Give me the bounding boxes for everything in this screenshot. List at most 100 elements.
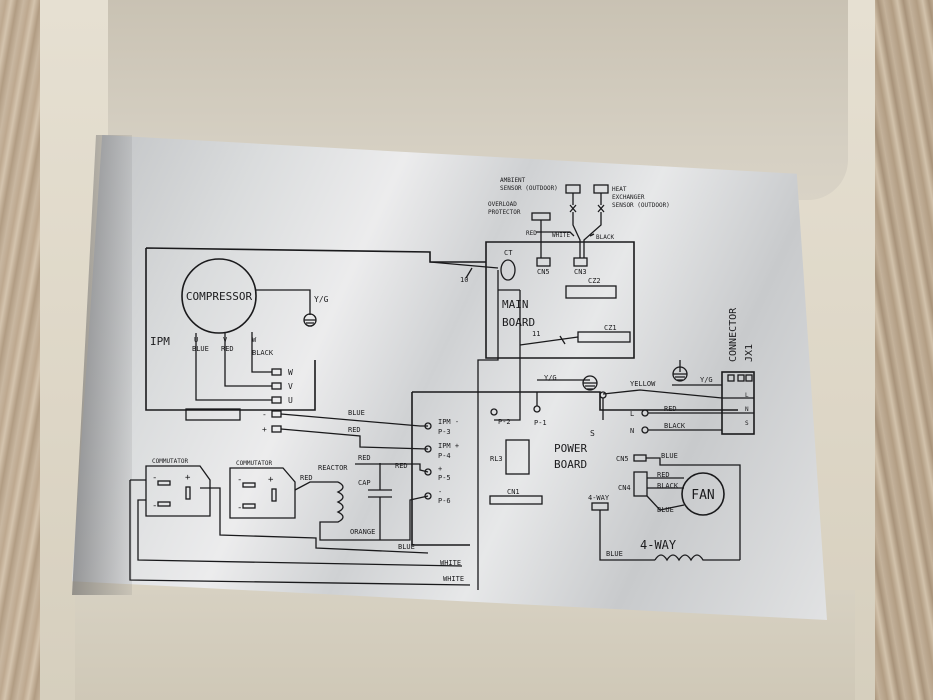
cz2-connector (565, 285, 617, 299)
connector-label: CONNECTOR (728, 307, 739, 362)
s-label: S (590, 429, 595, 438)
commutator-1-box (145, 465, 211, 517)
ipm-plus-terminal (271, 425, 282, 433)
p2-terminal (490, 408, 498, 416)
power-board-label-2: BOARD (554, 458, 587, 471)
cn3-connector (573, 257, 588, 267)
heat-exchanger-label-2: EXCHANGER (612, 194, 645, 201)
comm1-pin-c (157, 501, 171, 507)
cn4-connector (633, 471, 648, 497)
jx1-pin-3 (745, 374, 753, 382)
ten-wire (429, 261, 499, 269)
fan-label: FAN (691, 488, 714, 503)
ipm-minus-terminal (271, 410, 282, 418)
comm1-minus: - (152, 501, 157, 511)
commutator-white-wire-1 (129, 479, 471, 586)
blue-wire-label-ipm: BLUE (348, 409, 365, 417)
sensor-lead-wires (536, 231, 595, 237)
jx1-pin-1 (727, 374, 735, 382)
cn1-connector (489, 495, 543, 505)
u-terminal-text: U (288, 396, 293, 405)
main-board-label-1: MAIN (502, 298, 529, 311)
red-wire-label-p5: RED (395, 462, 408, 470)
p5-terminal (424, 468, 432, 476)
p1-label: P-1 (534, 419, 547, 427)
red-wire-label-ipm: RED (348, 426, 361, 434)
jx1-l-label: L (745, 392, 749, 399)
jx1-ground-icon (672, 360, 688, 382)
jx1-dividers (722, 397, 754, 414)
cn5-blue-wire (646, 457, 741, 560)
red-wire-label-v: RED (221, 345, 234, 353)
four-way-connector (591, 502, 609, 511)
ct-wire (477, 270, 520, 590)
overload-protector-label-2: PROTECTOR (488, 209, 521, 216)
cn5-main-connector (536, 257, 551, 267)
jx1-s-label: S (745, 420, 749, 427)
p5-sign: + (438, 465, 442, 473)
comm2-tilde-1: - (237, 475, 242, 485)
p1-terminal (533, 405, 541, 413)
comm1-pin-a (157, 480, 171, 486)
p1-ground-wire (536, 379, 590, 406)
board-ground-icon (582, 375, 598, 391)
p4-terminal (424, 445, 432, 453)
black-wire-label-w: BLACK (252, 349, 274, 357)
n-terminal (641, 426, 649, 434)
p6-label: P-6 (438, 497, 451, 505)
reactor-label: REACTOR (318, 464, 348, 472)
power-board-outline (411, 391, 738, 546)
compressor-phase-wires (195, 332, 272, 401)
jx1-label: JX1 (744, 344, 755, 362)
w-terminal-text: W (288, 368, 293, 377)
comm2-pin-c (242, 503, 256, 509)
commutator-blue-wire (200, 487, 429, 554)
comm2-pin-a (242, 482, 256, 488)
compressor-label: COMPRESSOR (186, 290, 253, 303)
cz1-label: CZ1 (604, 324, 617, 332)
compressor-ground-icon (303, 313, 317, 327)
p6-terminal (424, 492, 432, 500)
black-wire-label-n: BLACK (664, 422, 686, 430)
eleven-label: 11 (532, 330, 540, 338)
red-wire-label-reactor: RED (358, 454, 371, 462)
cn5-power-connector (633, 454, 647, 462)
p2-label: P-2 (498, 418, 511, 426)
cn4-label: CN4 (618, 484, 631, 492)
four-way-label: 4-WAY (640, 538, 677, 552)
l-terminal (641, 409, 649, 417)
reactor-coil (319, 481, 378, 541)
n-label: N (630, 427, 634, 435)
heat-exchanger-sensor-wires (583, 193, 605, 258)
white-wire-label-2: WHITE (443, 575, 464, 583)
cn5-main-label: CN5 (537, 268, 550, 276)
ipm-plus-sign: + (262, 425, 267, 434)
jx1-yg-label: Y/G (700, 376, 713, 384)
compressor-symbol (181, 258, 257, 334)
l-label: L (630, 410, 634, 418)
w-terminal (271, 368, 282, 376)
ipm-label: IPM (150, 335, 170, 348)
wiring-label-sheet (72, 135, 827, 620)
comm2-pin-b (271, 488, 277, 502)
ten-slash (465, 267, 473, 279)
power-board-label-1: POWER (554, 442, 587, 455)
yellow-wire-label: YELLOW (630, 380, 656, 388)
cn3-label: CN3 (574, 268, 587, 276)
white-wire-label-1: WHITE (440, 559, 461, 567)
jx1-pin-2 (737, 374, 745, 382)
cz2-label: CZ2 (588, 277, 601, 285)
ambient-sensor-wires (569, 193, 581, 258)
fan-motor-symbol (681, 472, 725, 516)
blue-wire-label-u: BLUE (192, 345, 209, 353)
commutator-2-label: COMMUTATOR (236, 460, 273, 467)
main-board-label-2: BOARD (502, 316, 535, 329)
cn5-power-label: CN5 (616, 455, 629, 463)
eleven-wire (519, 336, 579, 346)
black-wire-label-fan: BLACK (657, 482, 679, 490)
fan-wires (646, 477, 685, 511)
ct-label: CT (504, 249, 513, 257)
ct-sensor (500, 259, 516, 281)
yellow-wire (602, 389, 723, 399)
red-wire-label-l: RED (664, 405, 677, 413)
